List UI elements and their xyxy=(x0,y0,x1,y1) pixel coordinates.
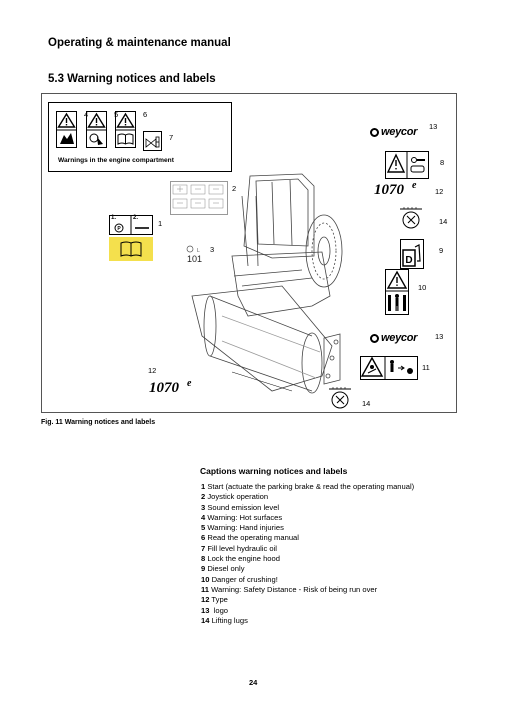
caption-text: Warning: Safety Distance - Risk of being… xyxy=(209,584,378,594)
step-label-2: 2. xyxy=(133,215,139,221)
step-label-1: 1. xyxy=(111,215,117,221)
sound-level-icon: L 101 xyxy=(186,245,202,264)
safety-distance-icon xyxy=(360,356,418,380)
logo-text: weycor xyxy=(381,126,418,138)
callout-12-left: 12 xyxy=(148,366,157,375)
caption-item: 4 Warning: Hot surfaces xyxy=(201,513,491,523)
caption-item: 2 Joystick operation xyxy=(201,492,491,502)
hand-injury-icon xyxy=(86,111,107,148)
start-label-group: P 1. 2. xyxy=(109,215,153,261)
caption-item: 13 logo xyxy=(201,606,491,616)
caption-text: Start (actuate the parking brake & read … xyxy=(205,482,415,491)
document-title: Operating & maintenance manual xyxy=(48,37,231,49)
caption-number: 6 xyxy=(201,533,206,543)
callout-3: 3 xyxy=(210,245,215,254)
engine-warnings-caption: Warnings in the engine compartment xyxy=(58,157,174,164)
type-label-left: 1070 xyxy=(149,380,179,396)
caption-text: Joystick operation xyxy=(205,492,269,502)
caption-number: 10 xyxy=(201,574,210,584)
figure-caption: Fig. 11 Warning notices and labels xyxy=(41,419,156,426)
captions-heading: Captions warning notices and labels xyxy=(200,466,348,476)
hydraulic-oil-icon xyxy=(143,131,162,151)
callout-14-right: 14 xyxy=(439,217,448,226)
manual-icon xyxy=(115,111,136,148)
caption-text: logo xyxy=(209,605,229,615)
lifting-lug-icon xyxy=(329,387,351,409)
caption-number: 9 xyxy=(201,564,206,574)
logo-text: weycor xyxy=(381,332,418,344)
callout-6: 6 xyxy=(143,110,148,119)
type-label-right-sup: e xyxy=(412,180,417,191)
parking-brake-icon: P xyxy=(109,215,153,235)
logo-mark-icon xyxy=(370,334,379,343)
caption-item: 10 Danger of crushing! xyxy=(201,575,491,585)
caption-number: 8 xyxy=(201,554,206,564)
callout-9: 9 xyxy=(439,246,444,255)
caption-item: 5 Warning: Hand injuries xyxy=(201,523,491,533)
callout-1: 1 xyxy=(158,219,163,228)
caption-number: 14 xyxy=(201,615,210,625)
caption-text: Danger of crushing! xyxy=(209,574,278,584)
engine-warnings-group: 4 5 6 7 Warnings in the engine compartme… xyxy=(48,102,232,172)
type-label-left-sup: e xyxy=(187,378,192,389)
callout-14-bottom: 14 xyxy=(362,399,371,408)
caption-number: 13 xyxy=(201,605,210,615)
callout-4: 4 xyxy=(84,110,89,119)
crushing-icon xyxy=(385,269,409,315)
caption-item: 11 Warning: Safety Distance - Risk of be… xyxy=(201,585,491,595)
caption-list: 1 Start (actuate the parking brake & rea… xyxy=(201,482,491,626)
figure-frame: 4 5 6 7 Warnings in the engine compartme… xyxy=(41,93,457,413)
page-number: 24 xyxy=(249,678,258,687)
type-label-right: 1070 xyxy=(374,182,404,198)
svg-text:D: D xyxy=(405,255,412,266)
caption-item: 6 Read the operating manual xyxy=(201,533,491,543)
diesel-pump-icon: D xyxy=(400,239,424,269)
caption-number: 4 xyxy=(201,512,206,522)
svg-text:P: P xyxy=(117,226,121,232)
caption-text: Lock the engine hood xyxy=(205,554,280,564)
caption-text: Read the operating manual xyxy=(205,533,299,543)
callout-13-mid: 13 xyxy=(435,332,444,341)
caption-item: 1 Start (actuate the parking brake & rea… xyxy=(201,482,491,492)
caption-item: 7 Fill level hydraulic oil xyxy=(201,544,491,554)
caption-item: 3 Sound emission level xyxy=(201,503,491,513)
callout-8: 8 xyxy=(440,158,445,167)
caption-item: 8 Lock the engine hood xyxy=(201,554,491,564)
section-title: 5.3 Warning notices and labels xyxy=(48,73,216,85)
caption-text: Diesel only xyxy=(205,564,245,574)
caption-number: 7 xyxy=(201,543,206,553)
lifting-lug-icon xyxy=(400,207,422,229)
caption-number: 3 xyxy=(201,502,206,512)
caption-number: 1 xyxy=(201,482,206,491)
joystick-icon xyxy=(170,181,228,215)
caption-text: Sound emission level xyxy=(205,502,280,512)
callout-5: 5 xyxy=(114,110,119,119)
caption-item: 9 Diesel only xyxy=(201,564,491,574)
hood-lock-icon xyxy=(385,151,429,179)
caption-text: Type xyxy=(209,595,228,605)
hot-surface-icon xyxy=(56,111,77,148)
caption-text: Lifting lugs xyxy=(209,615,248,625)
roller-machine-drawing xyxy=(191,173,343,394)
caption-number: 2 xyxy=(201,492,206,502)
caption-item: 14 Lifting lugs xyxy=(201,616,491,626)
callout-10: 10 xyxy=(418,283,427,292)
caption-number: 11 xyxy=(201,584,210,594)
logo-mark-icon xyxy=(370,128,379,137)
caption-number: 5 xyxy=(201,523,206,533)
callout-11: 11 xyxy=(422,363,430,372)
caption-number: 12 xyxy=(201,595,210,605)
manual-icon xyxy=(109,237,153,261)
callout-13-top: 13 xyxy=(429,122,438,131)
callout-7: 7 xyxy=(169,133,174,142)
caption-text: Fill level hydraulic oil xyxy=(205,543,277,553)
svg-text:101: 101 xyxy=(187,254,202,264)
svg-text:L: L xyxy=(197,248,200,254)
callout-2: 2 xyxy=(232,184,237,193)
callout-12-right: 12 xyxy=(435,187,444,196)
caption-item: 12 Type xyxy=(201,595,491,605)
caption-text: Warning: Hand injuries xyxy=(205,523,284,533)
caption-text: Warning: Hot surfaces xyxy=(205,512,283,522)
